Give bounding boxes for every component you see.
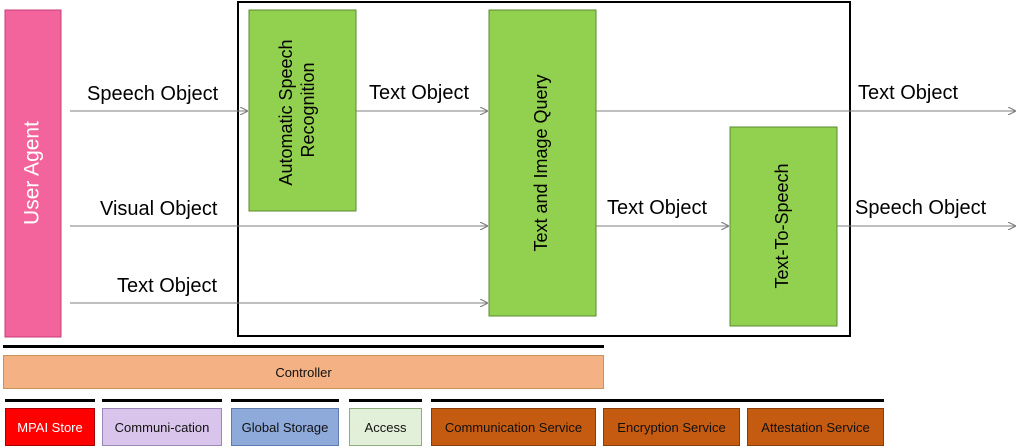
controller-bar: Controller — [3, 355, 604, 389]
access-rule — [349, 399, 422, 402]
asr-label: Automatic Speech Recognition — [276, 34, 318, 185]
asr-label-line2: Recognition — [298, 62, 318, 157]
attestation-service-label: Attestation Service — [761, 419, 870, 435]
speech-in-label: Speech Object — [87, 83, 219, 105]
communication-rule — [102, 399, 222, 402]
asr-module — [248, 9, 357, 212]
controller-label: Controller — [275, 364, 332, 380]
text-image-query-label: Text and Image Query — [531, 74, 551, 251]
encryption-service-box: Encryption Service — [603, 408, 740, 446]
access-label: Access — [364, 419, 407, 435]
global-storage-label: Global Storage — [241, 419, 329, 435]
global-storage-rule — [231, 399, 339, 402]
attestation-service-box: Attestation Service — [747, 408, 884, 446]
store-rule — [5, 399, 95, 402]
services-rule — [431, 399, 884, 402]
communication-service-label: Communication Service — [444, 419, 583, 435]
text-to-speech-label: Text-To-Speech — [772, 163, 792, 288]
access-box: Access — [349, 408, 422, 446]
ai-workflow-frame — [237, 1, 851, 337]
tiq-to-tts-label: Text Object — [607, 197, 707, 219]
mpai-store-box: MPAI Store — [5, 408, 95, 446]
user-agent-label: User Agent — [21, 121, 44, 225]
communication-label: Communi-cation — [114, 419, 210, 435]
user-agent-block — [4, 9, 62, 338]
communication-service-box: Communication Service — [431, 408, 596, 446]
encryption-service-label: Encryption Service — [617, 419, 726, 435]
controller-rule — [3, 345, 604, 348]
speech-out-label: Speech Object — [855, 197, 987, 219]
global-storage-box: Global Storage — [231, 408, 339, 446]
text-image-query-module — [488, 9, 597, 317]
visual-in-label: Visual Object — [100, 198, 218, 220]
communication-box: Communi-cation — [102, 408, 222, 446]
asr-to-tiq-label: Text Object — [369, 82, 469, 104]
asr-label-line1: Automatic Speech — [276, 39, 296, 185]
text-in-label: Text Object — [117, 275, 217, 297]
mpai-store-label: MPAI Store — [17, 419, 83, 435]
text-out-label: Text Object — [858, 82, 958, 104]
